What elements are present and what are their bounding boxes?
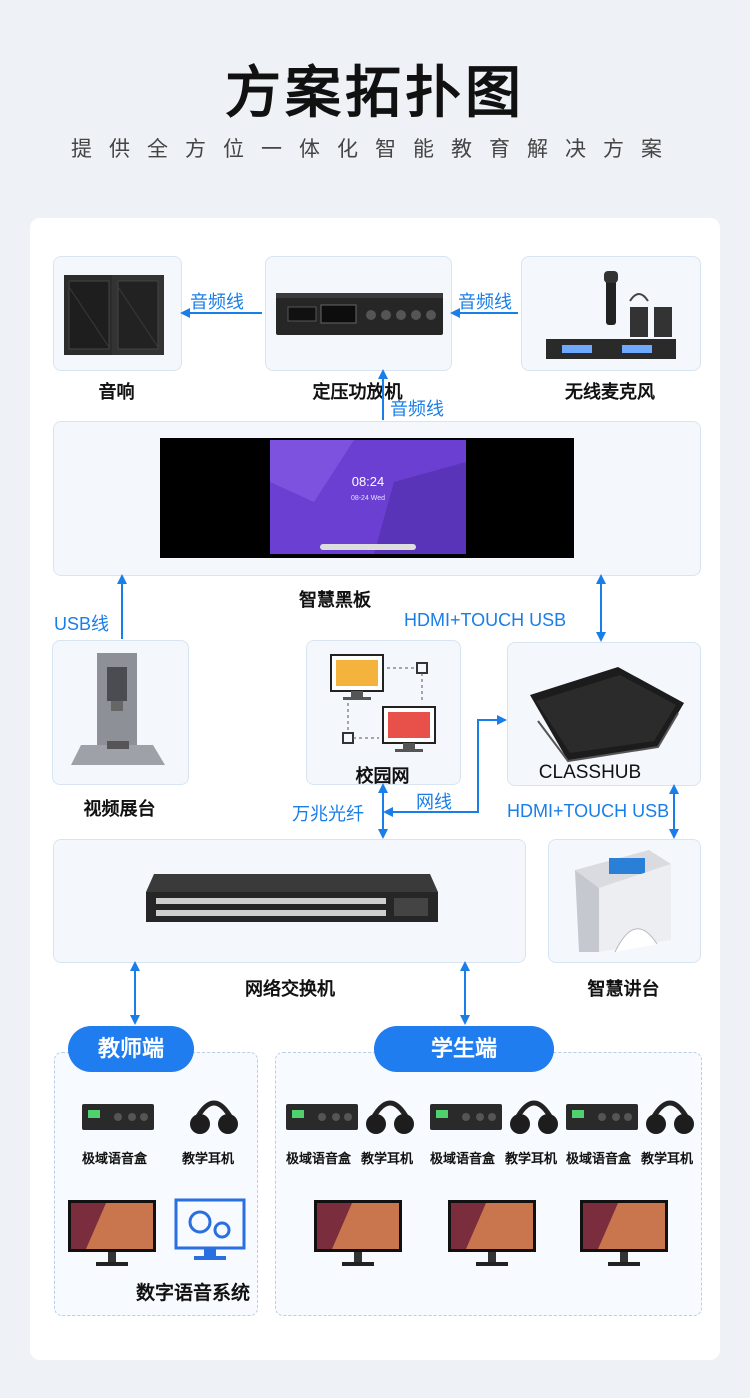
teacher-monitor-icon <box>68 1200 156 1266</box>
student-voice-box-label: 极域语音盒 <box>430 1151 496 1166</box>
student-headset-label: 教学耳机 <box>641 1151 694 1166</box>
hdmi-touch-label-1: HDMI+TOUCH USB <box>404 610 567 630</box>
speaker-box <box>53 256 182 371</box>
student-voice-box-label: 极域语音盒 <box>286 1151 352 1166</box>
amplifier-icon <box>276 293 443 335</box>
visualizer-box <box>52 640 189 785</box>
amplifier-label: 定压功放机 <box>312 382 403 402</box>
student-headset-icon <box>646 1100 694 1134</box>
amplifier-box <box>265 256 452 371</box>
audio-line-label-1: 音频线 <box>190 292 244 312</box>
page-subtitle: 提供全方位一体化智能教育解决方案 <box>71 138 679 161</box>
student-monitor-icon <box>314 1200 402 1266</box>
student-voice-box-icon <box>566 1104 638 1130</box>
switch-box <box>53 839 526 963</box>
campus-network-label: 校园网 <box>355 766 410 786</box>
microphone-label: 无线麦克风 <box>565 382 655 402</box>
digital-voice-system-label: 数字语音系统 <box>136 1283 251 1304</box>
audio-line-label-2: 音频线 <box>458 292 512 312</box>
screen-time: 08:24 <box>352 474 385 489</box>
smart-blackboard-icon: 08:24 08-24 Wed <box>160 438 574 558</box>
teacher-headset-label: 教学耳机 <box>182 1151 235 1166</box>
podium-label: 智慧讲台 <box>587 979 660 999</box>
student-headset-icon <box>366 1100 414 1134</box>
microphone-icon <box>546 271 676 359</box>
student-headset-label: 教学耳机 <box>361 1151 414 1166</box>
visualizer-icon <box>71 653 165 765</box>
hdmi-touch-label-2: HDMI+TOUCH USB <box>507 801 670 821</box>
audio-line-label-3: 音频线 <box>390 399 444 419</box>
teacher-voice-box-label: 极域语音盒 <box>82 1151 148 1166</box>
teacher-voice-box-icon <box>82 1104 154 1130</box>
fiber-label: 万兆光纤 <box>292 804 364 824</box>
microphone-box <box>521 256 701 371</box>
network-switch-icon <box>146 874 438 922</box>
podium-box <box>548 839 701 963</box>
smart-podium-icon <box>575 850 671 953</box>
student-monitor-icon <box>580 1200 668 1266</box>
blackboard-box: 08:24 08-24 Wed <box>53 421 701 576</box>
screen-date: 08-24 Wed <box>351 495 385 502</box>
blackboard-label: 智慧黑板 <box>299 590 371 610</box>
student-voice-box-icon <box>286 1104 358 1130</box>
network-cable-label: 网线 <box>416 792 452 812</box>
student-headset-label: 教学耳机 <box>505 1151 558 1166</box>
classhub-icon <box>530 667 684 763</box>
switch-label: 网络交换机 <box>245 979 335 999</box>
speaker-icon <box>64 275 164 355</box>
page-title: 方案拓扑图 <box>225 61 525 124</box>
student-area <box>275 1052 702 1316</box>
digital-voice-system-icon <box>174 1198 246 1260</box>
student-voice-box-label: 极域语音盒 <box>566 1151 632 1166</box>
student-monitor-icon <box>448 1200 536 1266</box>
speaker-label: 音响 <box>98 382 135 402</box>
student-badge: 学生端 <box>374 1026 554 1072</box>
classhub-box <box>507 642 701 786</box>
classhub-label: CLASSHUB <box>538 762 642 783</box>
teacher-area <box>54 1052 258 1316</box>
teacher-headset-icon <box>190 1100 238 1134</box>
usb-line-label: USB线 <box>54 614 110 634</box>
student-voice-box-icon <box>430 1104 502 1130</box>
visualizer-label: 视频展台 <box>83 799 156 819</box>
student-headset-icon <box>510 1100 558 1134</box>
teacher-badge: 教师端 <box>68 1026 194 1072</box>
